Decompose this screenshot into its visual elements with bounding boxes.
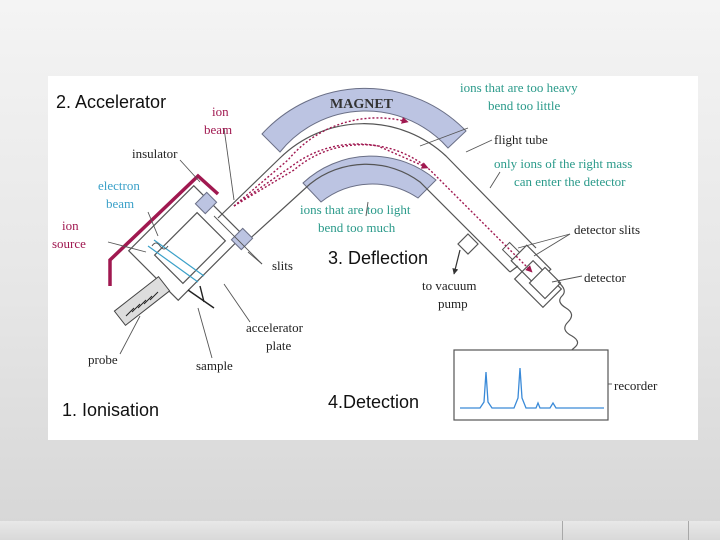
leader-lines — [107, 127, 612, 385]
label-magnet: MAGNET — [330, 97, 394, 112]
label-ion-beam-1: ion — [212, 104, 229, 119]
label-recorder: recorder — [614, 378, 658, 393]
label-detector: detector — [584, 270, 627, 285]
title-detection: 4.Detection — [328, 392, 419, 412]
detector-box — [528, 266, 562, 300]
mass-spectrometer-diagram: 2. Accelerator 3. Deflection 1. Ionisati… — [52, 80, 658, 421]
label-too-heavy-1: ions that are too heavy — [460, 80, 578, 95]
sample-pin-cross — [199, 285, 205, 303]
probe-hatching — [125, 291, 159, 317]
ion-path-correct — [233, 143, 533, 273]
label-probe: probe — [88, 352, 118, 367]
flight-tube — [217, 123, 537, 273]
title-accelerator: 2. Accelerator — [56, 92, 166, 112]
label-flight-tube: flight tube — [494, 132, 548, 147]
vacuum-pump-port — [457, 233, 479, 255]
sample-pin — [187, 289, 215, 309]
chamber — [127, 184, 245, 302]
footer-divider-2 — [688, 521, 689, 540]
title-deflection: 3. Deflection — [328, 248, 428, 268]
recorder-box — [453, 349, 609, 421]
label-too-light-1: ions that are too light — [300, 202, 411, 217]
diagram-panel: 2. Accelerator 3. Deflection 1. Ionisati… — [48, 76, 698, 440]
label-insulator: insulator — [132, 146, 178, 161]
vacuum-arrow — [452, 249, 461, 275]
slit-plate-top — [194, 191, 218, 215]
label-ion-source-2: source — [52, 236, 86, 251]
ion-source-housing — [108, 173, 220, 286]
filament — [151, 242, 169, 250]
magnet-outer — [261, 87, 467, 153]
label-ion-source-1: ion — [62, 218, 79, 233]
label-electron-beam-2: beam — [106, 196, 134, 211]
ion-path-light — [233, 143, 429, 207]
label-too-light-2: bend too much — [318, 220, 396, 235]
title-ionisation: 1. Ionisation — [62, 400, 159, 420]
recorder-trace — [460, 367, 604, 409]
footer-divider-1 — [562, 521, 563, 540]
slit-plate-bottom — [230, 227, 254, 251]
label-sample: sample — [196, 358, 233, 373]
label-electron-beam-1: electron — [98, 178, 140, 193]
label-detector-slits: detector slits — [574, 222, 640, 237]
label-vacuum-1: to vacuum — [422, 278, 477, 293]
electron-beam — [147, 239, 205, 283]
label-right-mass-1: only ions of the right mass — [494, 156, 632, 171]
label-slits: slits — [272, 258, 293, 273]
label-too-heavy-2: bend too little — [488, 98, 560, 113]
label-ion-beam-2: beam — [204, 122, 232, 137]
label-vacuum-2: pump — [438, 296, 468, 311]
label-right-mass-2: can enter the detector — [514, 174, 626, 189]
probe — [113, 275, 171, 327]
magnet-inner — [302, 155, 437, 203]
footer-strip — [0, 521, 720, 540]
ion-path-heavy — [233, 116, 409, 207]
label-accelerator-plate-2: plate — [266, 338, 291, 353]
label-accelerator-plate-1: accelerator — [246, 320, 304, 335]
